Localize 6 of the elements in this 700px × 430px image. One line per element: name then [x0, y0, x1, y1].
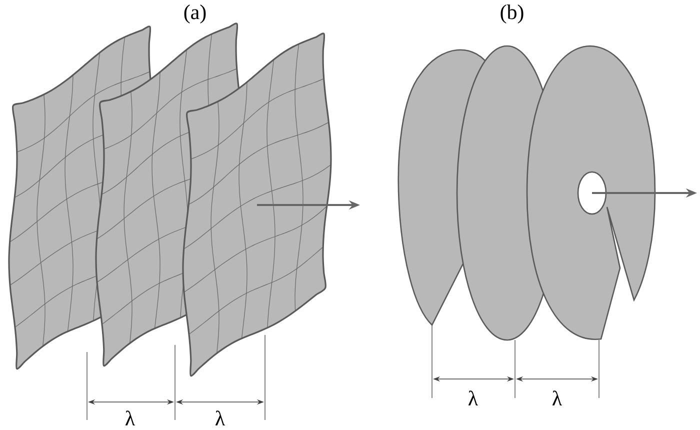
wavelength-label: λ — [552, 390, 562, 406]
panel-label: (b) — [500, 4, 524, 24]
wavelength-label: λ — [215, 410, 225, 426]
panel-label: (a) — [184, 4, 206, 24]
wavelength-label: λ — [468, 390, 478, 406]
wavelength-label: λ — [125, 410, 135, 426]
